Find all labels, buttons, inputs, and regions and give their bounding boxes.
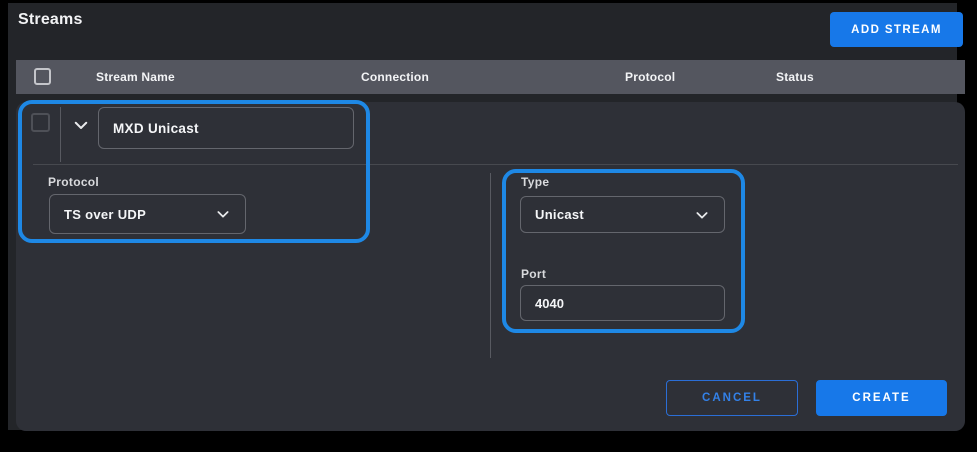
add-stream-button[interactable]: ADD STREAM (830, 12, 963, 47)
chevron-down-icon (72, 116, 90, 134)
protocol-dropdown-value: TS over UDP (64, 206, 147, 222)
protocol-dropdown[interactable]: TS over UDP (49, 194, 246, 234)
column-separator-line (490, 173, 491, 358)
select-all-checkbox[interactable] (34, 68, 51, 85)
chevron-down-icon (694, 207, 710, 223)
column-header-stream-name: Stream Name (96, 70, 175, 84)
cancel-button[interactable]: CANCEL (666, 380, 798, 416)
stream-name-input[interactable] (98, 107, 354, 149)
column-header-protocol: Protocol (625, 70, 676, 84)
protocol-label: Protocol (48, 175, 100, 189)
type-label: Type (521, 175, 550, 189)
type-dropdown[interactable]: Unicast (520, 196, 725, 233)
chevron-down-icon (215, 206, 231, 222)
page-title: Streams (18, 11, 83, 28)
row-separator-line (60, 107, 61, 162)
row-expander-button[interactable] (70, 114, 92, 136)
column-header-status: Status (776, 70, 814, 84)
streams-panel: Streams ADD STREAM Stream Name Connectio… (8, 3, 965, 431)
port-input[interactable] (520, 285, 725, 321)
column-header-connection: Connection (361, 70, 429, 84)
type-dropdown-value: Unicast (535, 207, 585, 222)
row-select-checkbox[interactable] (31, 113, 50, 132)
table-header-row: Stream Name Connection Protocol Status (16, 60, 965, 94)
create-button[interactable]: CREATE (816, 380, 947, 416)
port-label: Port (521, 267, 547, 281)
row-divider-line (33, 164, 958, 165)
